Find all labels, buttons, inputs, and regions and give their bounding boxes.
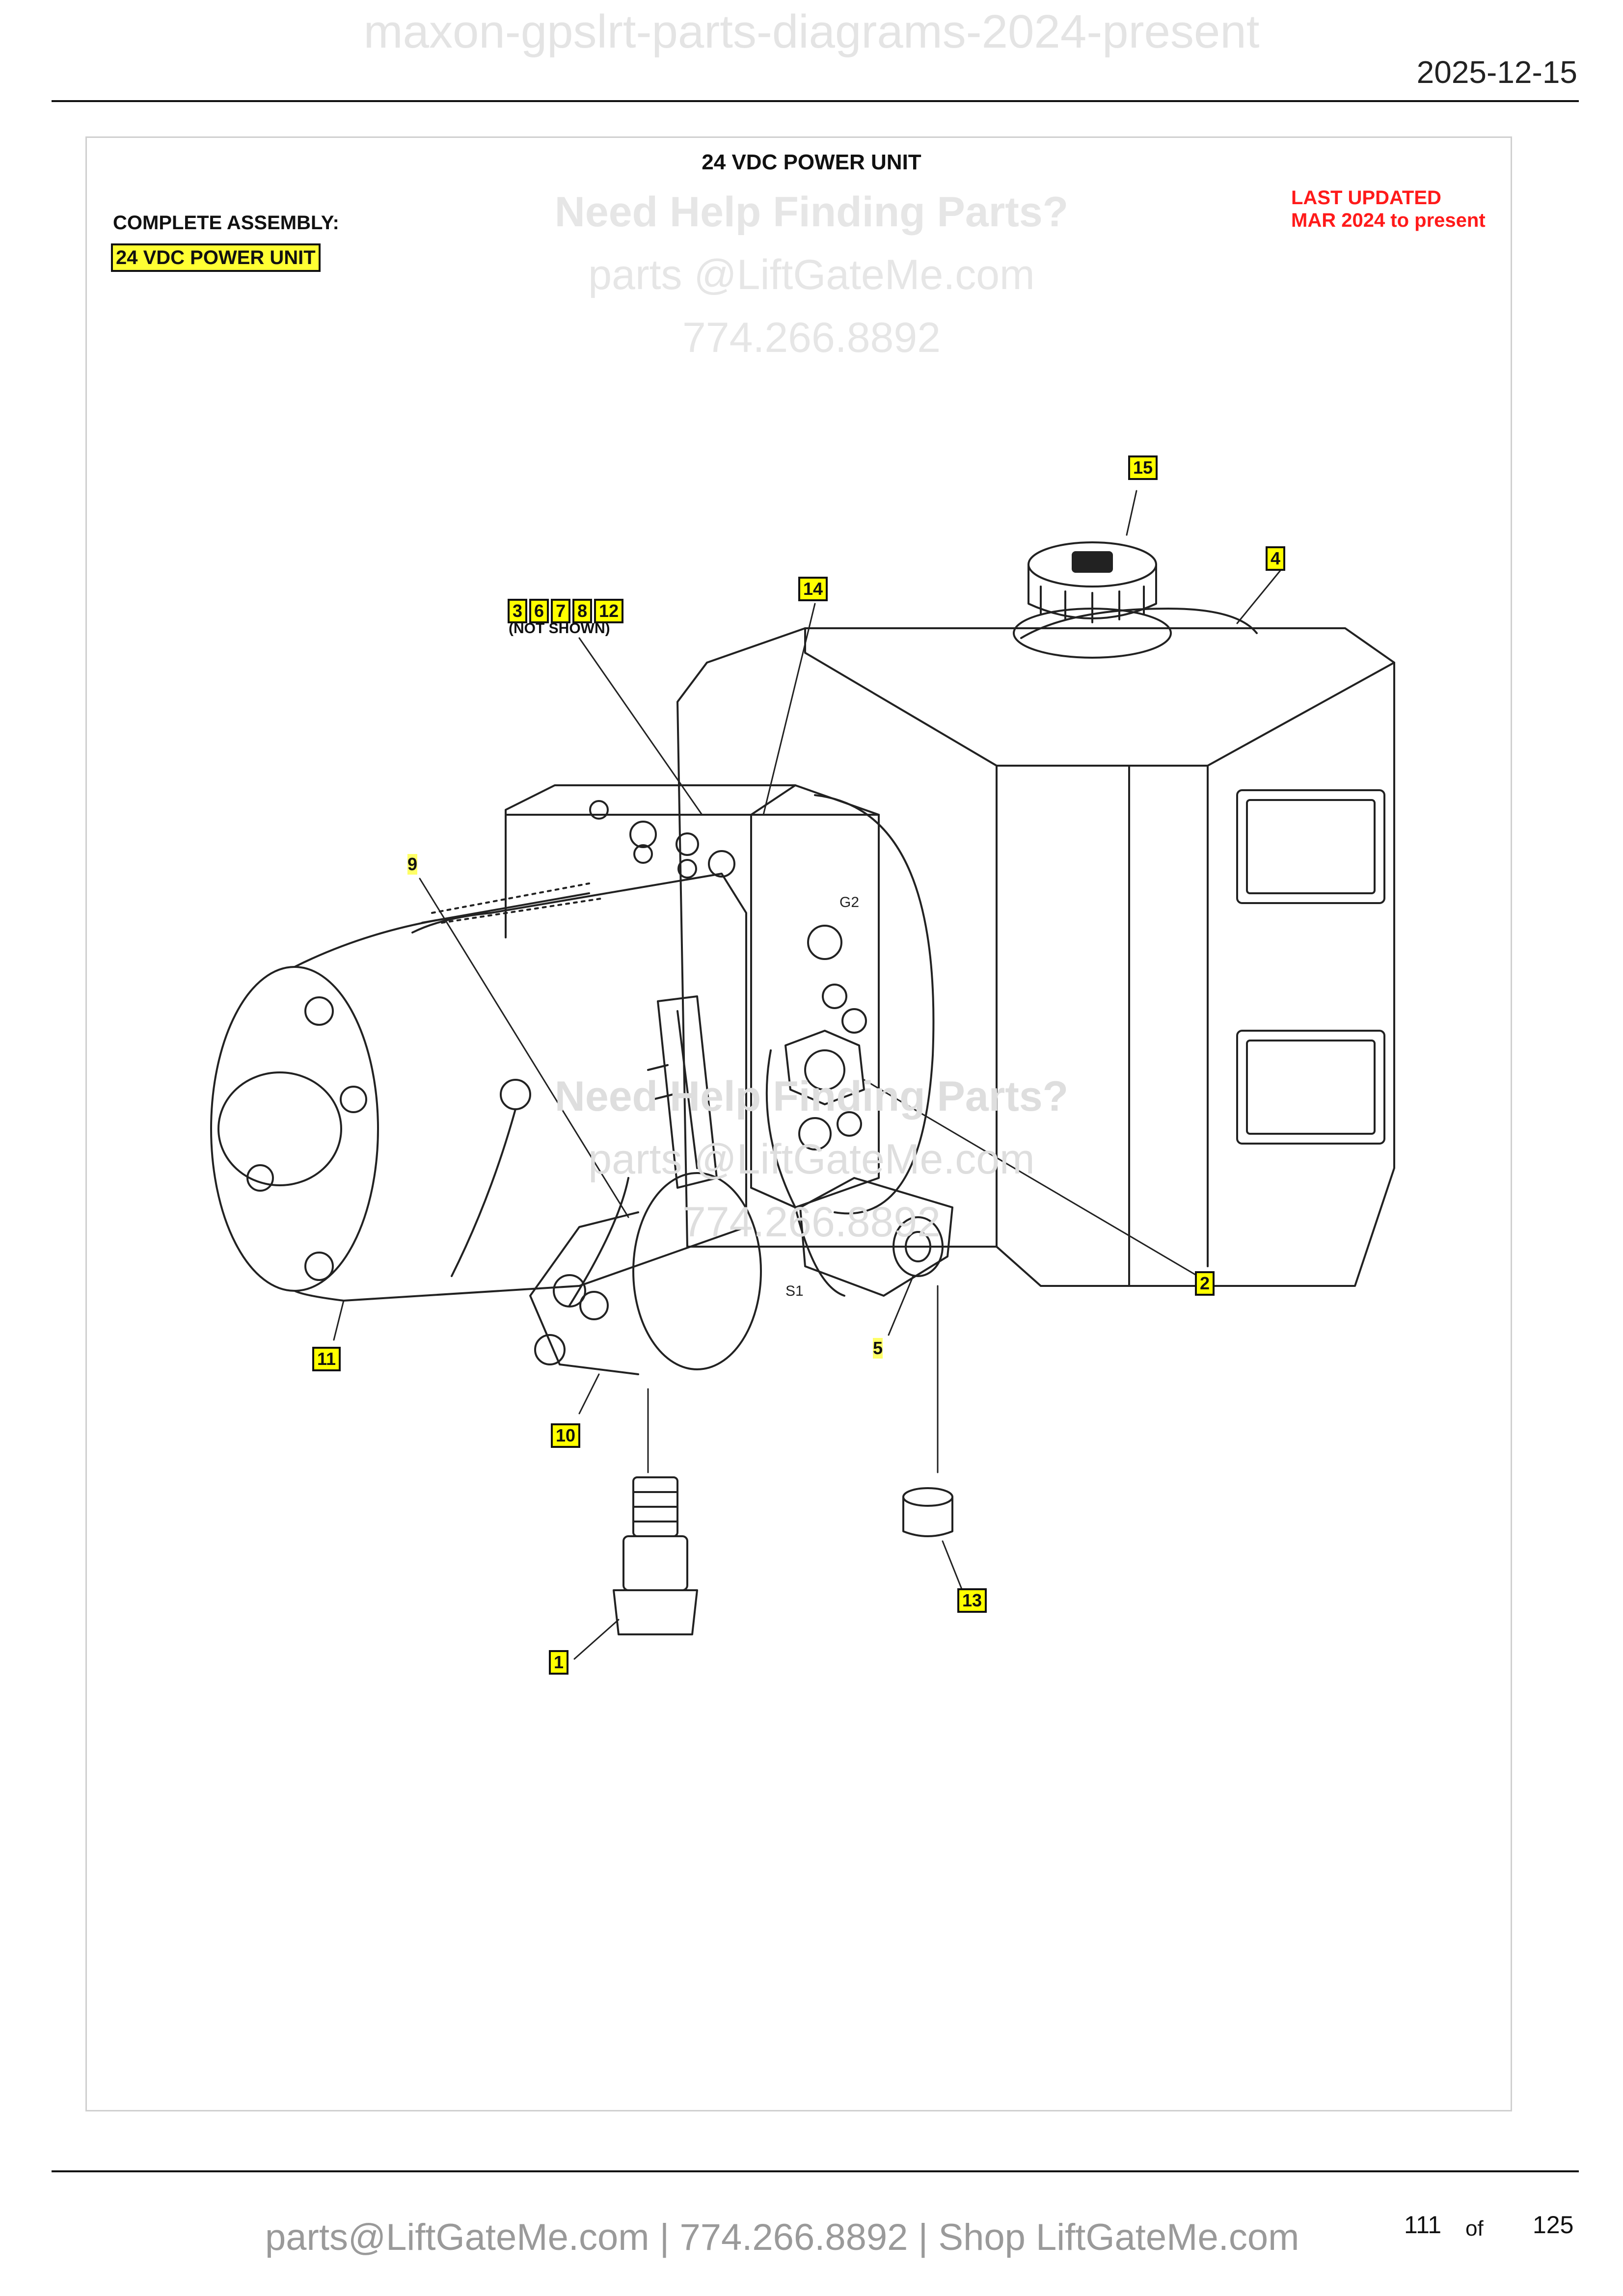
callout-11: 11 <box>312 1347 341 1371</box>
callout-8: 8 <box>572 599 593 623</box>
page-number: 111 <box>1404 2211 1442 2239</box>
last-updated-note: LAST UPDATED MAR 2024 to present <box>1291 187 1486 232</box>
document-file-title: maxon-gpslrt-parts-diagrams-2024-present <box>363 5 1260 58</box>
watermark-center-email: parts @LiftGateMe.com <box>588 1136 1035 1183</box>
callout-15: 15 <box>1128 455 1158 480</box>
watermark-help-text: Need Help Finding Parts? <box>554 188 1069 236</box>
block-stamp-s1: S1 <box>785 1283 804 1299</box>
breather-plug <box>902 1487 953 1537</box>
block-stamp-g2: G2 <box>839 894 859 910</box>
starter-solenoid <box>451 1049 845 1375</box>
page-of-label: of <box>1465 2216 1484 2241</box>
callout-7: 7 <box>551 599 571 623</box>
diagram-title: 24 VDC POWER UNIT <box>702 150 921 174</box>
valve-block <box>505 784 935 1215</box>
document-date: 2025-12-15 <box>1416 54 1577 90</box>
watermark-phone: 774.266.8892 <box>682 314 941 361</box>
header-divider <box>52 100 1579 102</box>
complete-assembly-value: 24 VDC POWER UNIT <box>111 243 321 272</box>
callout-1: 1 <box>549 1650 569 1675</box>
motor <box>210 873 747 1302</box>
callout-10: 10 <box>551 1423 581 1448</box>
filler-cap <box>1013 541 1172 659</box>
footer-contact: parts@LiftGateMe.com | 774.266.8892 | Sh… <box>265 2216 1299 2258</box>
watermark-center-phone: 774.266.8892 <box>682 1199 941 1246</box>
diagram-frame <box>85 136 1512 2111</box>
footer-divider <box>52 2170 1579 2172</box>
last-updated-label: LAST UPDATED <box>1291 187 1441 209</box>
last-updated-range: MAR 2024 to present <box>1291 210 1486 231</box>
suction-filter <box>613 1476 698 1635</box>
release-valve-coil <box>799 1177 953 1297</box>
page-total: 125 <box>1533 2211 1574 2239</box>
watermark-top: Need Help Finding Parts? parts @LiftGate… <box>0 181 1623 369</box>
callout-6: 6 <box>529 599 549 623</box>
watermark-center: Need Help Finding Parts? parts @LiftGate… <box>0 1065 1623 1254</box>
not-shown-note: (NOT SHOWN) <box>509 620 610 637</box>
leader-lines <box>333 490 1282 1660</box>
callout-2: 2 <box>1195 1271 1215 1296</box>
callout-4: 4 <box>1266 546 1286 571</box>
callout-12: 12 <box>594 599 624 623</box>
watermark-email: parts @LiftGateMe.com <box>588 251 1035 298</box>
complete-assembly-label: COMPLETE ASSEMBLY: <box>113 212 339 234</box>
callout-9: 9 <box>407 854 418 875</box>
callout-5: 5 <box>873 1338 883 1359</box>
callout-14: 14 <box>798 577 828 601</box>
watermark-center-help: Need Help Finding Parts? <box>554 1073 1069 1120</box>
callout-13: 13 <box>957 1588 987 1613</box>
callout-3: 3 <box>508 599 528 623</box>
